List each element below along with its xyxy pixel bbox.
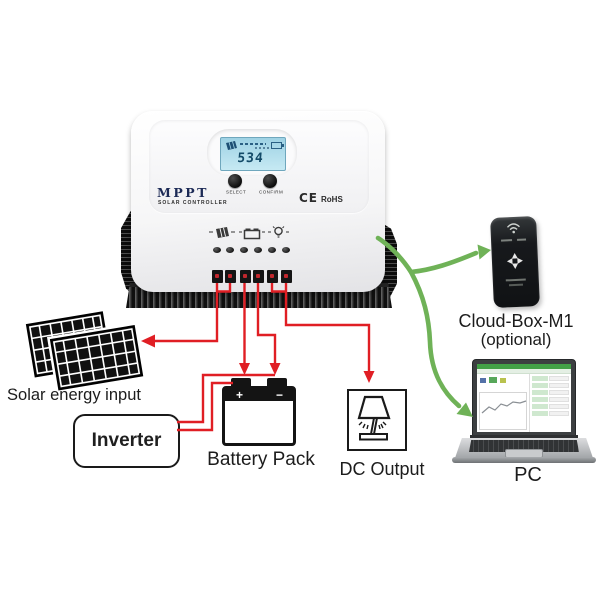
lcd-value: 534 [236, 151, 265, 166]
lcd-solar-panel-icon [226, 141, 237, 150]
load-arrowhead [363, 371, 375, 383]
terminal-battery-plus [239, 270, 251, 283]
led-indicator-3 [240, 247, 248, 253]
battery-pack-label: Battery Pack [207, 449, 315, 470]
battery-pack: + − [222, 378, 296, 446]
battery-body: + − [222, 386, 296, 446]
terminal-battery-minus [252, 270, 264, 283]
table-lamp-icon [357, 395, 391, 441]
dc-output-label: DC Output [339, 459, 425, 479]
cloud-box-note: (optional) [480, 330, 552, 349]
cloud-box-device [490, 216, 540, 308]
solar-input-label: Solar energy input [7, 386, 141, 404]
solar-panel-front-icon [46, 322, 147, 394]
led-indicator-4 [254, 247, 262, 253]
laptop-front-edge [452, 457, 596, 463]
dc-output-box [347, 389, 407, 451]
battery-top-bar: + − [225, 389, 293, 401]
certification-marks: CE RoHS [299, 191, 343, 205]
status-led-row-2 [516, 238, 527, 241]
lcd-segment-row [240, 143, 266, 145]
terminal-load-plus [266, 270, 278, 283]
battery-plus-sign: + [236, 388, 244, 402]
led-indicator-2 [226, 247, 234, 253]
terminal-pv-minus [224, 270, 236, 283]
app-header-bar [477, 364, 571, 369]
pinwheel-logo-icon [506, 253, 523, 269]
ce-mark: CE [299, 191, 319, 205]
battery-minus-sign: − [276, 388, 284, 402]
app-mini-diagram [480, 377, 506, 383]
inverter-box: Inverter [73, 414, 180, 468]
monitoring-app [477, 364, 571, 432]
led-indicator-6 [282, 247, 290, 253]
pc-link-arrowhead [456, 402, 473, 417]
pc-label: PC [514, 464, 542, 486]
cloudbox-link [408, 250, 479, 275]
status-led-row [501, 239, 513, 242]
cloudbox-text-line-2 [508, 283, 524, 287]
terminal-pv-plus [211, 270, 223, 283]
battery-indicator-icon [239, 228, 265, 240]
load-indicator-icon [268, 226, 289, 238]
laptop-keyboard [469, 440, 579, 452]
select-button[interactable] [228, 174, 242, 188]
cloudbox-link-arrowhead [477, 244, 491, 260]
brand-subtitle: SOLAR CONTROLLER [158, 200, 228, 206]
confirm-button[interactable] [263, 174, 277, 188]
app-chart [479, 392, 527, 430]
laptop-screen [472, 359, 576, 437]
led-indicator-1 [213, 247, 221, 253]
laptop-base [455, 438, 593, 458]
battery-terminal-minus [267, 378, 287, 389]
inverter-label: Inverter [91, 430, 162, 451]
wifi-icon [506, 223, 520, 234]
laptop-hinge [470, 435, 578, 439]
app-diagram-pane [477, 374, 530, 432]
lcd-segment-row-2 [255, 147, 272, 149]
cloudbox-text-line [505, 278, 526, 282]
confirm-button-label: CONFIRM [259, 190, 284, 195]
battery-minus-arrowhead [269, 363, 281, 375]
solar-panel-back-icon [25, 311, 112, 378]
select-button-label: SELECT [226, 190, 247, 195]
battery-plus-arrowhead [239, 363, 250, 375]
led-indicator-5 [268, 247, 276, 253]
lcd-display: 534 [220, 137, 286, 171]
cloud-box-label: Cloud-Box-M1 [458, 311, 574, 331]
pc-link [408, 269, 462, 409]
rohs-mark: RoHS [321, 195, 343, 204]
app-parameter-pane [530, 374, 571, 432]
lcd-battery-icon [271, 142, 284, 149]
brand-text: MPPT [157, 185, 209, 200]
app-toolbar [477, 369, 571, 374]
indicator-icon-row [209, 226, 289, 240]
terminal-load-minus [280, 270, 292, 283]
pv-arrowhead [141, 334, 155, 348]
pv-indicator-icon [209, 227, 235, 238]
